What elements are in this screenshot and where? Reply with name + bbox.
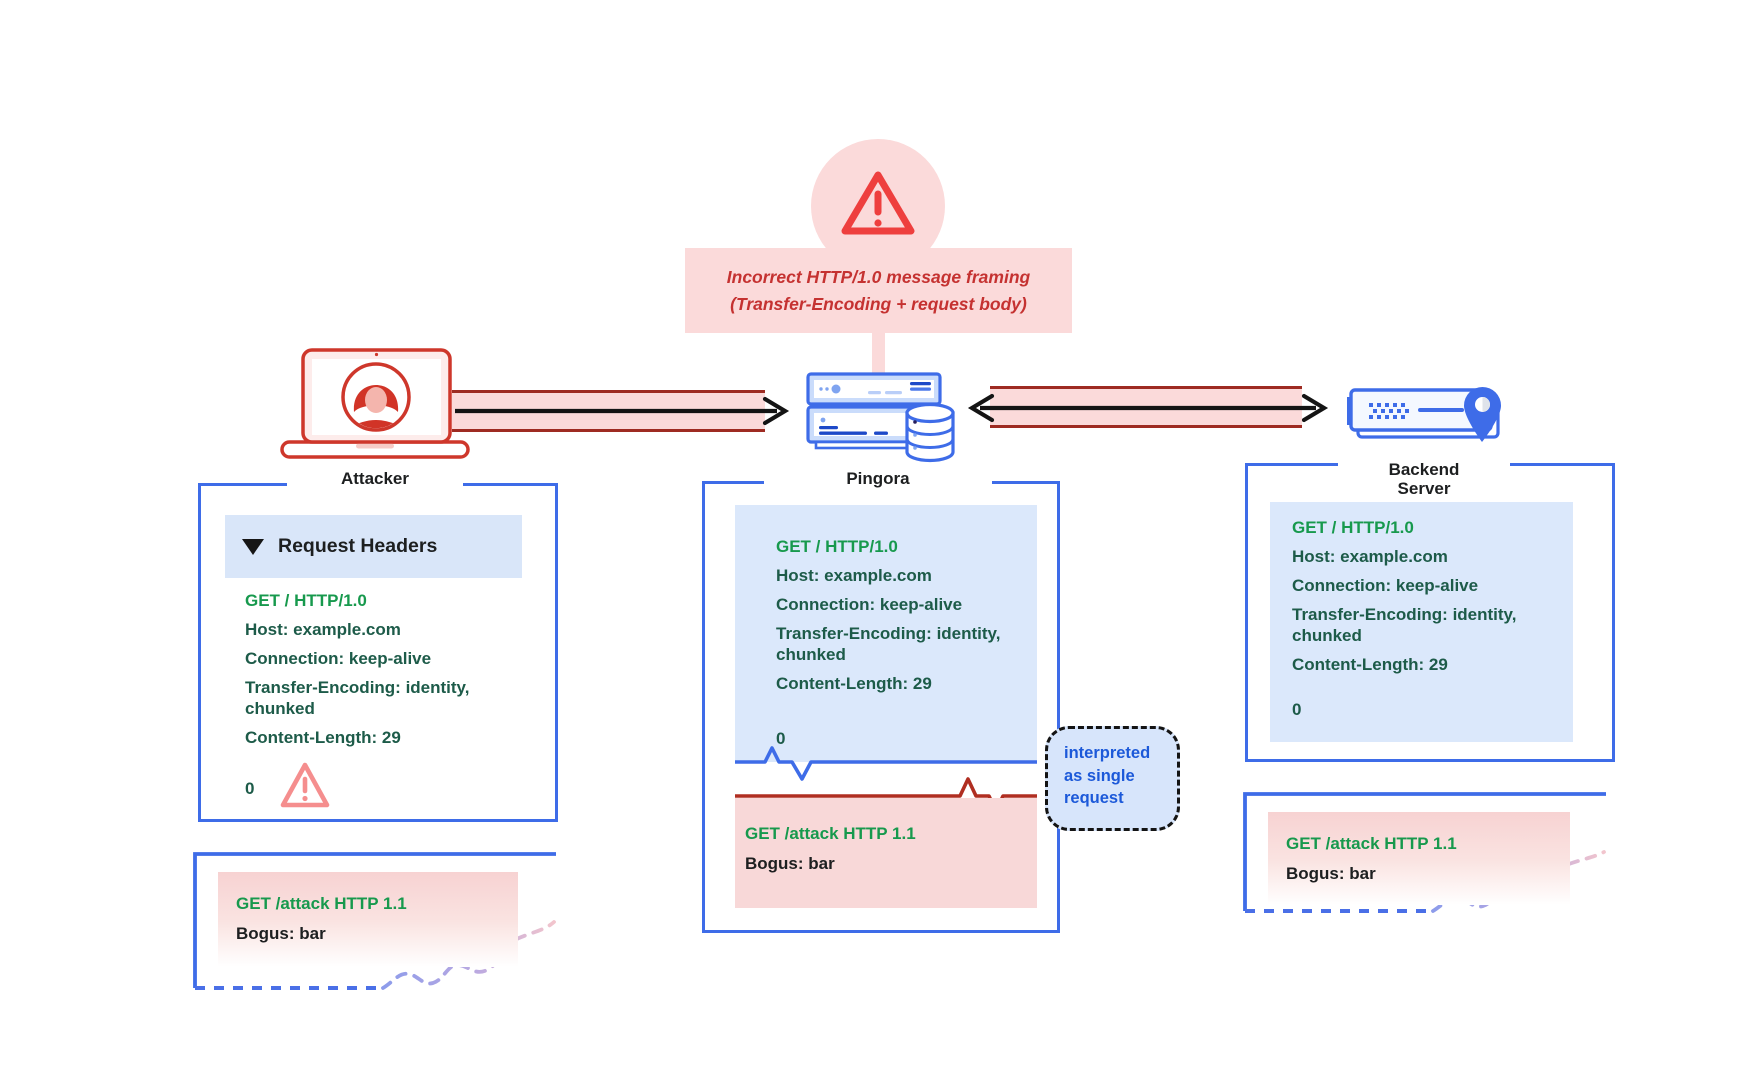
backend-server-icon (1347, 387, 1501, 442)
attacker-request-headers: GET / HTTP/1.0 Host: example.com Connect… (245, 590, 530, 756)
warning-text-line1: Incorrect HTTP/1.0 message framing (726, 266, 1031, 287)
attacker-label: Attacker (287, 469, 463, 489)
pingora-request-headers: GET / HTTP/1.0 Host: example.com Connect… (776, 536, 1046, 702)
pingora-backend-arrow (967, 393, 1329, 423)
tooltip-line3: request (1064, 789, 1124, 807)
pingora-smuggled-request: GET /attack HTTP 1.1 Bogus: bar (745, 823, 916, 874)
transfer-encoding-header: Transfer-Encoding: identity, chunked (1292, 605, 1517, 645)
tooltip-line1: interpreted (1064, 744, 1151, 762)
server-dots-pattern (1369, 403, 1409, 419)
request-line: GET / HTTP/1.0 (245, 591, 367, 610)
chunk-terminator: 0 (245, 779, 255, 798)
chunk-terminator: 0 (776, 729, 786, 748)
connection-header: Connection: keep-alive (776, 595, 963, 614)
transfer-encoding-header: Transfer-Encoding: identity, chunked (245, 678, 470, 718)
smuggled-request-line: GET /attack HTTP 1.1 (1286, 834, 1457, 853)
smuggled-bogus-header: Bogus: bar (236, 924, 326, 943)
database-cylinder-icon (905, 402, 955, 463)
smuggled-request-line: GET /attack HTTP 1.1 (236, 894, 407, 913)
connection-header: Connection: keep-alive (1292, 576, 1479, 595)
request-line: GET / HTTP/1.0 (1292, 518, 1414, 537)
content-length-header: Content-Length: 29 (1292, 655, 1448, 674)
warning-triangle-icon (841, 171, 915, 235)
attacker-to-pingora-arrow (455, 396, 790, 426)
blue-tear-divider (735, 746, 1037, 781)
smuggled-request-line: GET /attack HTTP 1.1 (745, 824, 916, 843)
content-length-header: Content-Length: 29 (776, 674, 932, 693)
pingora-proxy-icon (806, 372, 955, 463)
chunk-terminator: 0 (1292, 700, 1302, 719)
collapse-triangle-icon (242, 538, 264, 555)
warning-text-line2: (Transfer-Encoding + request body) (730, 293, 1027, 314)
backend-label: Backend Server (1338, 460, 1510, 498)
backend-label-line1: Backend (1388, 460, 1460, 479)
transfer-encoding-header: Transfer-Encoding: identity, chunked (776, 624, 1001, 664)
tooltip-line2: as single (1064, 766, 1135, 785)
pingora-smuggled-panel (735, 798, 1037, 908)
attacker-smuggled-panel (218, 872, 518, 967)
host-header: Host: example.com (1292, 547, 1448, 566)
pingora-parsed-request-panel (735, 505, 1037, 762)
attacker-laptop-icon (280, 348, 470, 459)
smuggled-bogus-header: Bogus: bar (1286, 864, 1376, 883)
content-length-header: Content-Length: 29 (245, 728, 401, 747)
pingora-label: Pingora (764, 469, 992, 489)
single-request-tooltip: interpreted as single request (1045, 726, 1180, 831)
framing-warning-icon (280, 762, 330, 808)
attacker-smuggled-request: GET /attack HTTP 1.1 Bogus: bar (236, 893, 407, 944)
connection-header: Connection: keep-alive (245, 649, 432, 668)
backend-request-headers: GET / HTTP/1.0 Host: example.com Connect… (1292, 517, 1577, 683)
location-pin-icon (1464, 387, 1501, 442)
backend-smuggled-request: GET /attack HTTP 1.1 Bogus: bar (1286, 833, 1457, 884)
warning-connector (872, 333, 885, 375)
host-header: Host: example.com (245, 620, 401, 639)
host-header: Host: example.com (776, 566, 932, 585)
warning-callout: Incorrect HTTP/1.0 message framing (Tran… (685, 248, 1072, 333)
backend-smuggled-panel (1268, 812, 1570, 905)
request-headers-title: Request Headers (278, 535, 438, 557)
request-line: GET / HTTP/1.0 (776, 537, 898, 556)
backend-label-line2: Server (1397, 479, 1451, 498)
backend-received-panel (1270, 502, 1573, 742)
request-headers-toggle[interactable]: Request Headers (225, 515, 522, 578)
smuggled-bogus-header: Bogus: bar (745, 854, 835, 873)
